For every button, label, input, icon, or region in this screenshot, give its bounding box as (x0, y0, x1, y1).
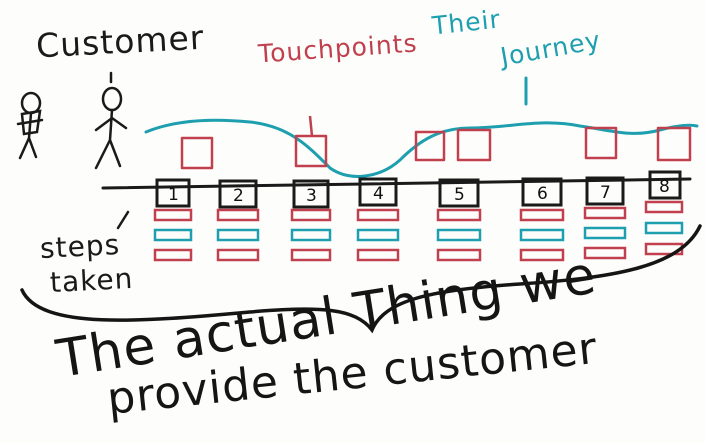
steps-label: steps (39, 227, 121, 266)
step-box-1 (155, 178, 191, 208)
touchpoint-boxes (180, 115, 692, 170)
layer-stack-5 (436, 208, 482, 262)
steps-pointer (116, 210, 130, 230)
step-box-6 (521, 177, 563, 207)
taken-label: taken (49, 261, 135, 300)
step-number-5: 5 (454, 185, 465, 205)
step-numbers: 1 2 3 4 5 6 7 8 (168, 177, 670, 206)
step-number-4: 4 (373, 184, 384, 204)
step-box-5 (438, 178, 480, 208)
touchpoint-pointer (308, 115, 314, 137)
step-number-8: 8 (659, 177, 670, 197)
step-box-8 (648, 170, 682, 200)
step-number-3: 3 (306, 186, 317, 206)
step-box-7 (585, 176, 625, 206)
journey-line (144, 118, 699, 178)
layer-stack-1 (153, 208, 193, 262)
step-number-1: 1 (168, 185, 179, 205)
customer-figure (94, 71, 128, 170)
step-box-4 (358, 177, 398, 207)
layer-stack-4 (356, 208, 400, 262)
touchpoint-box (584, 126, 618, 160)
step-boxes (155, 170, 682, 209)
step-number-6: 6 (537, 184, 548, 204)
step-number-7: 7 (600, 183, 611, 203)
touchpoint-box (180, 136, 214, 170)
timeline (101, 177, 692, 190)
step-box-2 (218, 179, 258, 209)
layer-stack-6 (519, 208, 565, 262)
secondary-customer-figure (16, 91, 44, 160)
touchpoint-box (456, 128, 492, 162)
layer-stack-2 (216, 208, 260, 262)
touchpoint-box (656, 126, 692, 162)
layer-stack-8 (644, 200, 684, 256)
layer-stack-3 (290, 208, 332, 262)
layer-stacks (153, 200, 684, 262)
layer-stack-7 (583, 206, 627, 260)
step-number-2: 2 (233, 186, 244, 206)
touchpoint-box (414, 130, 446, 162)
curly-brace (20, 224, 702, 334)
step-box-3 (292, 179, 330, 209)
